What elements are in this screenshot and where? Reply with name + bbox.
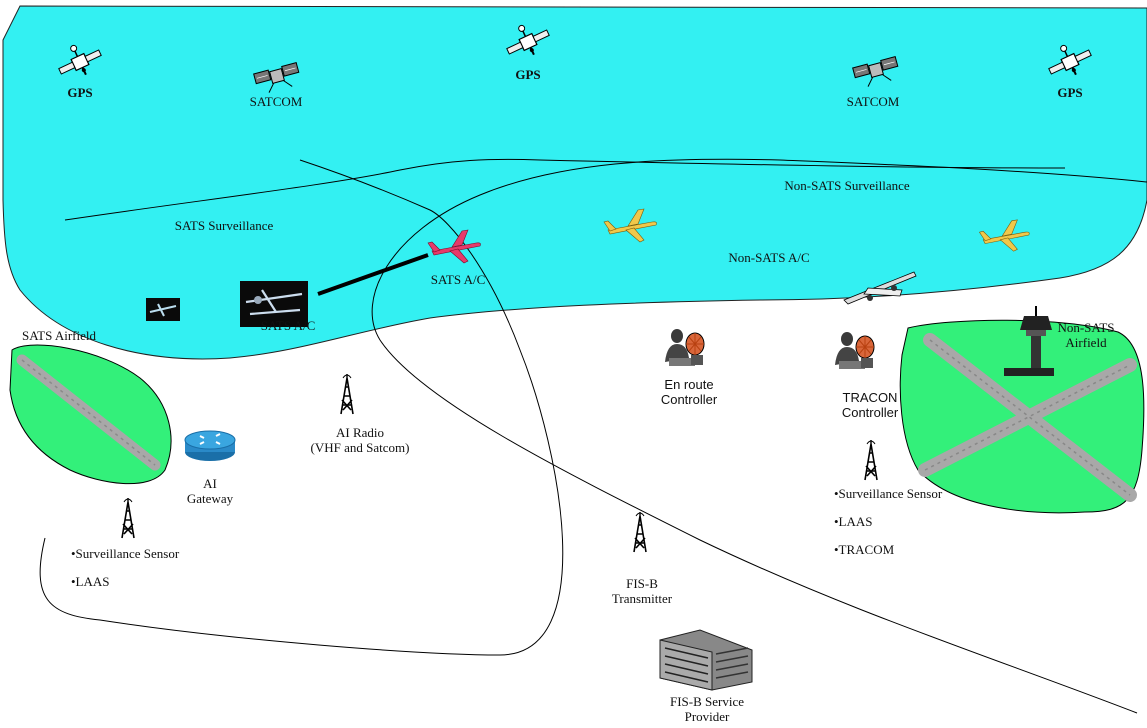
- sats-airfield-label: SATS Airfield: [21, 328, 97, 343]
- non-sats-coverage-boundary: [371, 158, 1147, 714]
- sats-airfield: [9, 344, 172, 485]
- tracon-sensor-item: •LAAS: [834, 514, 873, 529]
- fisb-transmitter-label-line1: FIS-B: [626, 576, 658, 591]
- non-sats-turboprop-icon: [843, 271, 917, 305]
- en-route-controller-label-line2: Controller: [660, 392, 718, 407]
- ai-radio-label-line1: AI Radio: [335, 425, 385, 440]
- tracon-sensor-tower-icon: [864, 439, 878, 481]
- sats-coverage-boundary: [39, 159, 564, 656]
- fisb-service-provider-label-line2: Provider: [684, 709, 730, 724]
- en-route-controller-icon: [664, 328, 705, 367]
- sats-sensor-item: •Surveillance Sensor: [71, 546, 180, 561]
- gps-label: GPS: [67, 85, 93, 100]
- fisb-service-provider-label: FIS-B Service Provider: [670, 694, 744, 724]
- ai-radio-label: AI Radio (VHF and Satcom): [311, 425, 410, 455]
- sats-ground-aircraft-image-small: [146, 298, 180, 321]
- fisb-transmitter-label: FIS-B Transmitter: [612, 576, 672, 606]
- non-sats-surveillance-label: Non-SATS Surveillance: [784, 178, 910, 193]
- tracon-sensor-item: •TRACOM: [834, 542, 895, 557]
- tracon-controller-label-line2: Controller: [841, 405, 899, 420]
- sats-sensor-list: •Surveillance Sensor •LAAS: [71, 546, 179, 602]
- ai-gateway-label-line1: AI: [203, 476, 217, 491]
- non-sats-aircraft-label: Non-SATS A/C: [728, 250, 810, 265]
- satcom-label: SATCOM: [249, 94, 303, 109]
- non-sats-airfield-label-line2: Airfield: [1065, 335, 1107, 350]
- en-route-controller-label-line1: En route: [664, 377, 714, 392]
- control-tower-icon: [1004, 306, 1054, 376]
- tracon-controller-icon: [834, 331, 875, 370]
- sats-sensor-tower-icon: [121, 497, 135, 539]
- ai-radio-label-line2: (VHF and Satcom): [310, 440, 410, 455]
- gps-label: GPS: [515, 67, 541, 82]
- sats-surveillance-label: SATS Surveillance: [174, 218, 274, 233]
- router-icon: [184, 430, 236, 461]
- tracon-controller-label: TRACON Controller: [842, 390, 898, 420]
- airspace-region: [2, 5, 1147, 360]
- fisb-transmitter-label-line2: Transmitter: [611, 591, 673, 606]
- ai-gateway-label-line2: Gateway: [186, 491, 234, 506]
- fisb-transmitter-tower-icon: [633, 511, 647, 553]
- tracon-sensor-item: •Surveillance Sensor: [834, 486, 943, 501]
- datalink-line: [317, 253, 429, 296]
- en-route-controller-label: En route Controller: [661, 377, 717, 407]
- gps-label: GPS: [1057, 85, 1083, 100]
- satcom-label: SATCOM: [846, 94, 900, 109]
- sats-ground-aircraft-label: SATS A/C: [260, 318, 316, 333]
- tracon-sensor-list: •Surveillance Sensor •LAAS •TRACOM: [834, 486, 942, 570]
- sats-sensor-item: •LAAS: [71, 574, 110, 589]
- non-sats-airfield-label-line1: Non-SATS: [1057, 320, 1115, 335]
- fisb-service-provider-label-line1: FIS-B Service: [669, 694, 745, 709]
- sats-airborne-aircraft-label: SATS A/C: [430, 272, 486, 287]
- ai-radio-tower-icon: [340, 373, 354, 415]
- non-sats-airfield-label: Non-SATS Airfield: [1057, 320, 1114, 350]
- building-icon: [659, 629, 753, 691]
- ai-gateway-label: AI Gateway: [187, 476, 233, 506]
- sats-ground-aircraft-image-large: [240, 281, 308, 327]
- tracon-controller-label-line1: TRACON: [842, 390, 898, 405]
- non-sats-airfield: [899, 306, 1145, 514]
